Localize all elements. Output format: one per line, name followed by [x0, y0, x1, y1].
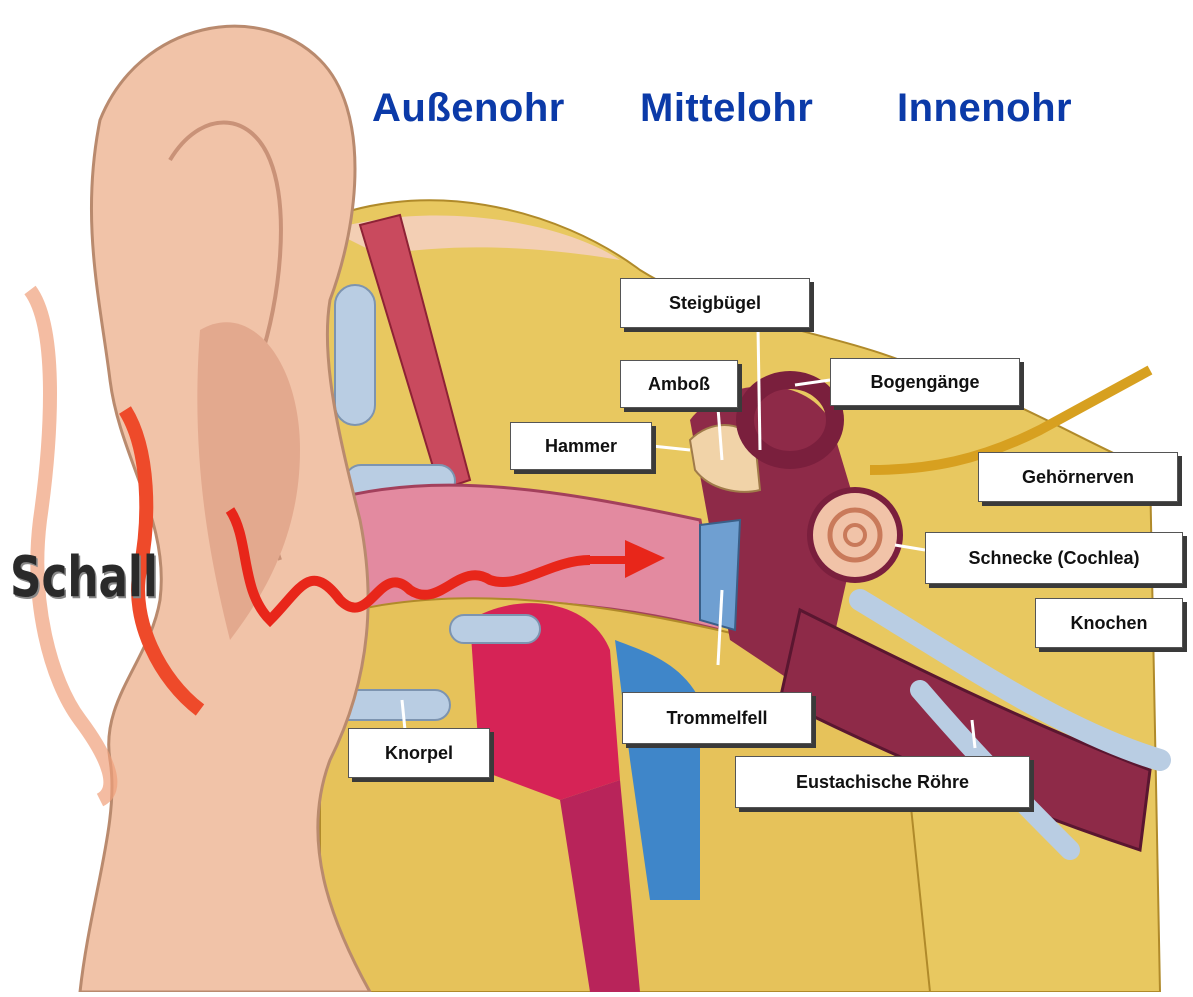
region-label-middle-ear: Mittelohr — [640, 86, 813, 131]
label-schnecke: Schnecke (Cochlea) — [925, 532, 1183, 584]
label-gehoernerven: Gehörnerven — [978, 452, 1178, 502]
leader-steigbuegel — [758, 328, 760, 450]
label-amboss: Amboß — [620, 360, 738, 408]
label-trommelfell: Trommelfell — [622, 692, 812, 744]
sound-label: Schall — [10, 545, 158, 610]
label-eustachische-roehre: Eustachische Röhre — [735, 756, 1030, 808]
label-knorpel: Knorpel — [348, 728, 490, 778]
label-knochen: Knochen — [1035, 598, 1183, 648]
leader-gehoernerven — [1128, 430, 1130, 452]
cartilage-piece — [335, 285, 375, 425]
cochlea — [810, 490, 900, 580]
region-label-outer-ear: Außenohr — [372, 86, 565, 131]
cartilage-piece — [450, 615, 540, 643]
label-steigbuegel: Steigbügel — [620, 278, 810, 328]
label-hammer: Hammer — [510, 422, 652, 470]
region-label-inner-ear: Innenohr — [897, 86, 1072, 131]
label-bogengaenge: Bogengänge — [830, 358, 1020, 406]
